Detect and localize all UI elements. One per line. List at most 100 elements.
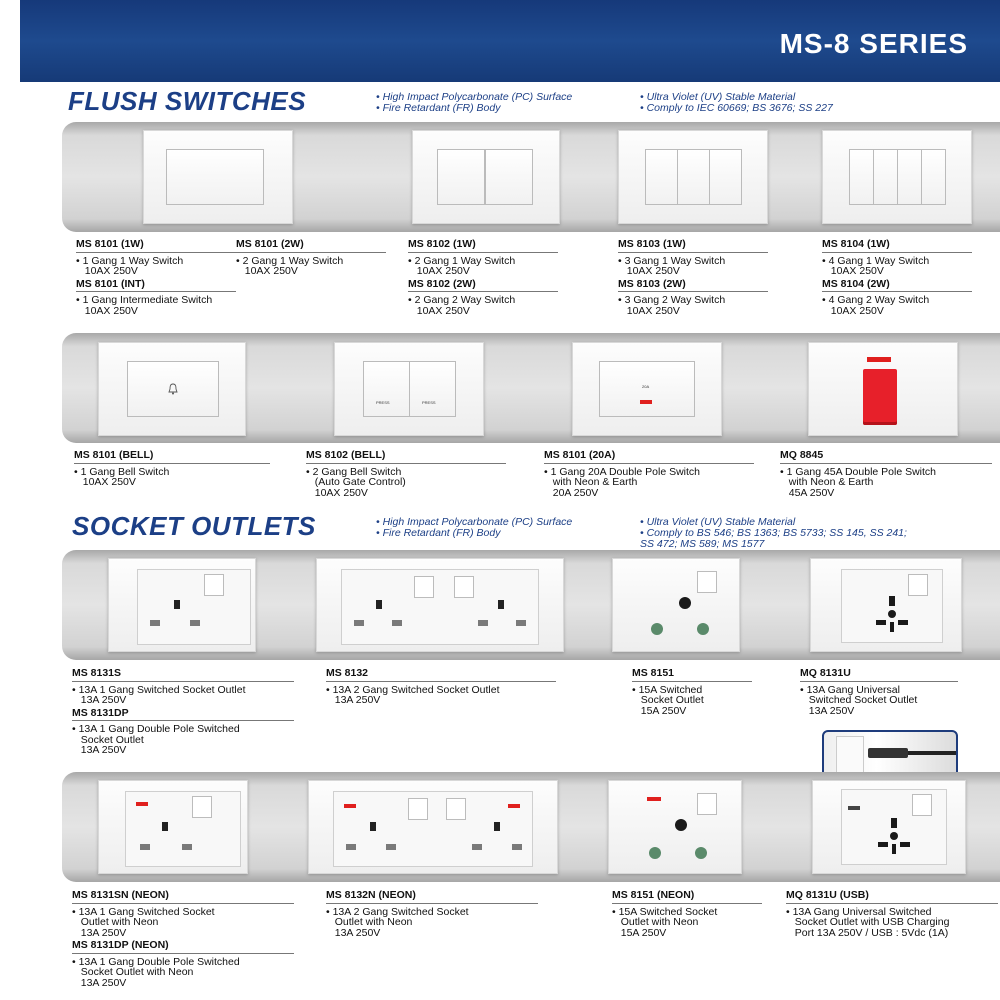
label-ms8101: MS 8101 (1W) • 1 Gang 1 Way Switch 10AX … (76, 239, 236, 316)
earth-pin (174, 600, 180, 609)
rocker (921, 149, 946, 205)
label-ms8151: MS 8151 • 15A Switched Socket Outlet 15A… (632, 668, 752, 716)
socket-switch (454, 576, 474, 598)
product-code: MS 8131SN (NEON) (72, 890, 294, 904)
pin (478, 620, 488, 626)
feature-item: • Comply to BS 546; BS 1363; BS 5733; SS… (640, 527, 907, 539)
product-desc: • 2 Gang 2 Way Switch 10AX 250V (408, 294, 516, 317)
product-code: MS 8101 (BELL) (74, 450, 270, 464)
socket-switch (908, 574, 928, 596)
flush-switches-title: FLUSH SWITCHES (68, 86, 307, 116)
product-desc: • 13A 1 Gang Switched Socket Outlet with… (72, 905, 215, 939)
feature-item: • Comply to IEC 60669; BS 3676; SS 227 (640, 102, 833, 114)
product-code: MS 8101 (INT) (76, 278, 236, 292)
usb-plug (868, 748, 908, 758)
bell-switch-2-gang: PRESS PRESS (334, 342, 484, 436)
label-ms8103: MS 8103 (1W) • 3 Gang 1 Way Switch 10AX … (618, 239, 768, 316)
product-desc: • 13A 1 Gang Switched Socket Outlet 13A … (72, 683, 246, 706)
socket-face (137, 569, 251, 645)
feature-item: • High Impact Polycarbonate (PC) Surface (376, 91, 573, 103)
bell-icon (168, 383, 178, 395)
switch-4-gang (822, 130, 972, 224)
earth-pin (679, 597, 691, 609)
product-desc: • 2 Gang 1 Way Switch 10AX 250V (236, 254, 344, 277)
socket-switch (912, 794, 932, 816)
product-desc: • 13A Gang Universal Switched Socket Out… (800, 683, 918, 717)
label-ms8101-2w: MS 8101 (2W) • 2 Gang 1 Way Switch 10AX … (236, 239, 386, 277)
feature-item: • Fire Retardant (FR) Body (376, 102, 501, 114)
product-code: MS 8101 (2W) (236, 239, 386, 253)
socket-universal (810, 558, 962, 652)
socket-switch (697, 571, 717, 593)
earth-pin (675, 819, 687, 831)
pin (649, 847, 661, 859)
socket-switch (697, 793, 717, 815)
switch-20a: 20A (572, 342, 722, 436)
socket-13a-2-gang (316, 558, 564, 652)
feature-item: • Fire Retardant (FR) Body (376, 527, 501, 539)
earth-pin (376, 600, 382, 609)
usb-port (848, 806, 860, 810)
rocker: 20A (599, 361, 695, 417)
pin (695, 847, 707, 859)
label-ms8151n: MS 8151 (NEON) • 15A Switched Socket Out… (612, 890, 762, 938)
product-code: MS 8131DP (NEON) (72, 940, 294, 954)
pin (150, 620, 160, 626)
pin (182, 844, 192, 850)
earth-pin (370, 822, 376, 831)
flush-features-right: • Ultra Violet (UV) Stable Material • Co… (640, 92, 833, 114)
feature-item: • High Impact Polycarbonate (PC) Surface (376, 516, 573, 528)
product-code: MS 8102 (BELL) (306, 450, 506, 464)
pin (386, 844, 396, 850)
socket-face (341, 569, 539, 645)
product-code: MQ 8131U (USB) (786, 890, 998, 904)
product-code: MS 8103 (1W) (618, 239, 768, 253)
product-code: MQ 8131U (800, 668, 958, 682)
feature-item: • Ultra Violet (UV) Stable Material (640, 91, 796, 103)
pin (512, 844, 522, 850)
neon-indicator (640, 400, 652, 404)
label-ms8104: MS 8104 (1W) • 4 Gang 1 Way Switch 10AX … (822, 239, 972, 316)
product-code: MS 8151 (NEON) (612, 890, 762, 904)
socket-13a-2-gang-neon (308, 780, 558, 874)
label-ms8132n: MS 8132N (NEON) • 13A 2 Gang Switched So… (326, 890, 538, 938)
product-code: MS 8132 (326, 668, 556, 682)
label-ms8102: MS 8102 (1W) • 2 Gang 1 Way Switch 10AX … (408, 239, 558, 316)
usb-cable (908, 751, 956, 755)
socket-features-left: • High Impact Polycarbonate (PC) Surface… (376, 517, 572, 539)
switch-45a (808, 342, 958, 436)
bell-switch-1-gang (98, 342, 246, 436)
pin (472, 844, 482, 850)
neon-indicator (867, 357, 891, 362)
socket-15a-neon (608, 780, 742, 874)
product-desc: • 13A 2 Gang Switched Socket Outlet with… (326, 905, 469, 939)
label-ms8131sn: MS 8131SN (NEON) • 13A 1 Gang Switched S… (72, 890, 294, 988)
pin (392, 620, 402, 626)
product-desc: • 13A 1 Gang Double Pole Switched Socket… (72, 723, 240, 756)
product-desc: • 3 Gang 1 Way Switch 10AX 250V (618, 254, 726, 277)
label-ms8102-bell: MS 8102 (BELL) • 2 Gang Bell Switch (Aut… (306, 450, 506, 498)
pin (354, 620, 364, 626)
product-desc: • 2 Gang Bell Switch (Auto Gate Control)… (306, 465, 406, 499)
product-code: MS 8102 (2W) (408, 278, 558, 292)
amp-text: 20A (642, 384, 650, 389)
neon-indicator (647, 797, 661, 801)
press-text: PRESS (376, 400, 390, 405)
product-desc: • 15A Switched Socket Outlet with Neon 1… (612, 905, 718, 939)
pin (516, 620, 526, 626)
label-ms8101-20a: MS 8101 (20A) • 1 Gang 20A Double Pole S… (544, 450, 754, 498)
product-desc: • 1 Gang 45A Double Pole Switch with Neo… (780, 465, 937, 499)
socket-face (333, 791, 533, 867)
socket-outlets-title: SOCKET OUTLETS (72, 511, 316, 541)
product-code: MS 8103 (2W) (618, 278, 768, 292)
neon-indicator (136, 802, 148, 806)
rocker (709, 149, 742, 205)
rocker (897, 149, 922, 205)
product-desc: • 1 Gang 1 Way Switch 10AX 250V (76, 254, 184, 277)
red-rocker (863, 369, 897, 425)
rocker (166, 149, 264, 205)
product-desc: • 1 Gang 20A Double Pole Switch with Neo… (544, 465, 701, 499)
product-code: MS 8101 (1W) (76, 239, 236, 253)
rocker (849, 149, 874, 205)
label-ms8131s: MS 8131S • 13A 1 Gang Switched Socket Ou… (72, 668, 294, 756)
